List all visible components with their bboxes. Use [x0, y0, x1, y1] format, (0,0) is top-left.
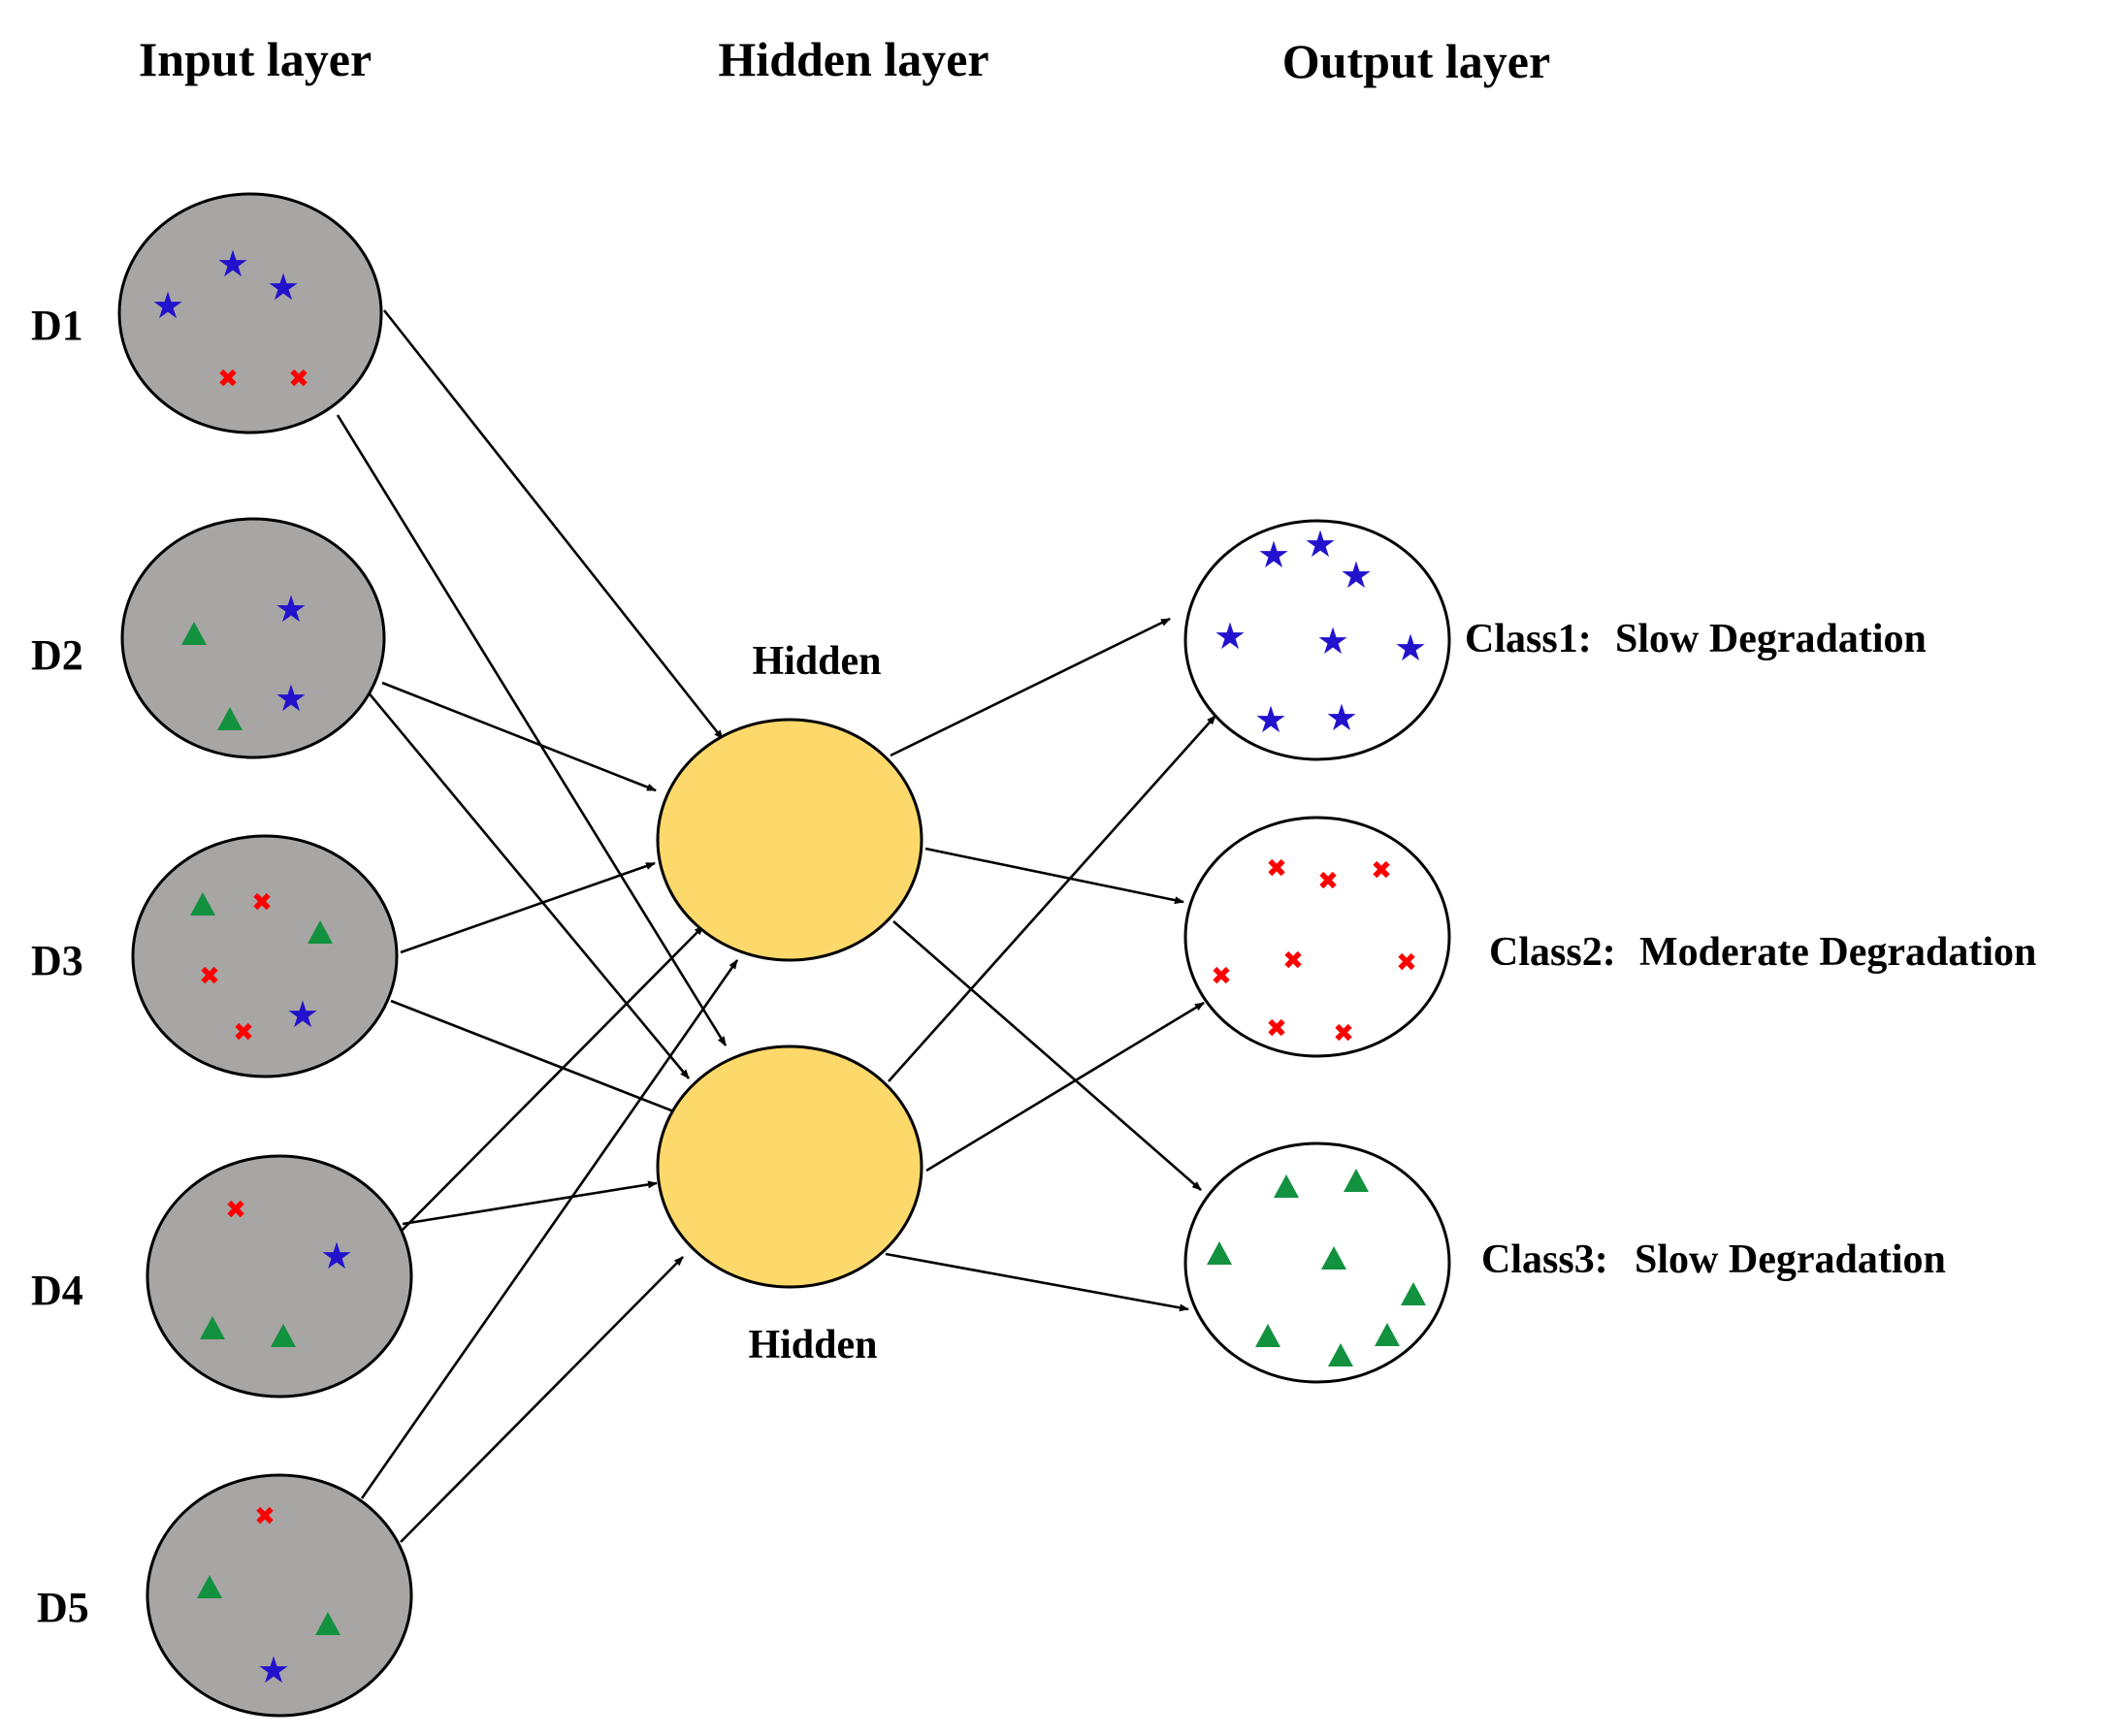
- triangle-icon: [271, 1324, 296, 1348]
- triangle-icon: [1274, 1174, 1299, 1199]
- cross-icon: ✖: [1317, 867, 1339, 896]
- output-label-class2: Class2: Moderate Degradation: [1489, 930, 2036, 975]
- connections: [336, 309, 1216, 1543]
- hidden-node-2: [656, 1045, 923, 1289]
- connection-arrow: [890, 617, 1171, 757]
- triangle-icon: [190, 892, 215, 916]
- star-icon: ★: [267, 266, 300, 308]
- cross-icon: ✖: [1333, 1019, 1354, 1048]
- nodes: ★★★✖✖★★✖✖✖★✖★✖★★★★★★★★★✖✖✖✖✖✖✖✖: [117, 192, 1451, 1718]
- output-node-class3: [1183, 1141, 1451, 1384]
- connection-arrow: [885, 1252, 1189, 1312]
- triangle-icon: [1255, 1324, 1280, 1348]
- connection-arrow: [382, 309, 725, 740]
- star-icon: ★: [1254, 698, 1287, 741]
- star-icon: ★: [1214, 615, 1247, 658]
- input-node-d5: [146, 1473, 413, 1718]
- connection-arrow: [400, 925, 704, 1233]
- input-layer-header: Input layer: [139, 32, 372, 86]
- triangle-icon: [1328, 1343, 1353, 1367]
- star-icon: ★: [286, 993, 319, 1036]
- output-layer-header: Output layer: [1282, 34, 1550, 88]
- triangle-icon: [1207, 1241, 1232, 1266]
- output-node-class2: [1183, 816, 1451, 1058]
- star-icon: ★: [1257, 533, 1290, 576]
- star-icon: ★: [1325, 696, 1358, 739]
- hidden-layer-header: Hidden layer: [718, 32, 988, 86]
- connection-arrow: [924, 847, 1184, 905]
- connection-arrow: [365, 690, 691, 1079]
- input-label-d4: D4: [31, 1267, 83, 1314]
- star-icon: ★: [151, 284, 184, 327]
- triangle-icon: [308, 920, 333, 945]
- star-icon: ★: [257, 1649, 290, 1691]
- triangle-icon: [1321, 1246, 1346, 1270]
- cross-icon: ✖: [288, 365, 309, 394]
- cross-icon: ✖: [1282, 947, 1304, 976]
- connection-arrow: [892, 920, 1202, 1191]
- connection-arrow: [400, 1256, 684, 1543]
- triangle-icon: [1344, 1169, 1369, 1193]
- triangle-icon: [315, 1612, 340, 1636]
- input-node-d1: [117, 192, 383, 434]
- hidden-label-bottom: Hidden: [748, 1323, 877, 1367]
- class1-desc: Slow Degradation: [1615, 617, 1927, 661]
- output-label-class3: Class3: Slow Degradation: [1481, 1238, 1946, 1282]
- star-icon: ★: [275, 677, 308, 720]
- connection-arrow: [888, 715, 1216, 1082]
- star-icon: ★: [320, 1235, 353, 1277]
- cross-icon: ✖: [1266, 854, 1287, 884]
- cross-icon: ✖: [1371, 856, 1392, 885]
- cross-icon: ✖: [254, 1502, 275, 1531]
- output-label-class1: Class1: Slow Degradation: [1465, 617, 1927, 661]
- cross-icon: ✖: [199, 962, 220, 991]
- triangle-icon: [1375, 1323, 1400, 1347]
- triangle-icon: [197, 1575, 222, 1599]
- triangle-icon: [181, 622, 207, 646]
- connection-arrow: [381, 681, 657, 792]
- triangle-icon: [217, 707, 243, 731]
- connection-arrow: [336, 414, 728, 1046]
- star-icon: ★: [216, 242, 249, 285]
- class1-name: Class1:: [1465, 617, 1592, 661]
- cross-icon: ✖: [1266, 1014, 1287, 1044]
- star-icon: ★: [1304, 523, 1337, 565]
- input-label-d1: D1: [31, 302, 83, 349]
- star-icon: ★: [1340, 554, 1373, 596]
- cross-icon: ✖: [1211, 962, 1232, 991]
- connection-arrow: [925, 1001, 1205, 1173]
- cross-icon: ✖: [251, 888, 273, 917]
- connection-arrow: [390, 999, 690, 1119]
- cross-icon: ✖: [1396, 948, 1417, 978]
- cross-icon: ✖: [233, 1018, 254, 1047]
- class2-name: Class2:: [1489, 930, 1616, 975]
- class3-desc: Slow Degradation: [1635, 1238, 1946, 1282]
- input-node-d3: [131, 834, 399, 1078]
- class3-name: Class3:: [1481, 1238, 1608, 1282]
- input-label-d3: D3: [31, 937, 83, 984]
- star-icon: ★: [1316, 620, 1349, 662]
- cross-icon: ✖: [217, 365, 239, 394]
- connection-arrow: [402, 1180, 658, 1226]
- input-label-d5: D5: [37, 1584, 89, 1631]
- input-node-d2: [120, 517, 386, 759]
- class2-desc: Moderate Degradation: [1639, 930, 2036, 975]
- triangle-icon: [200, 1316, 225, 1340]
- triangle-icon: [1401, 1282, 1426, 1306]
- input-label-d2: D2: [31, 631, 83, 679]
- star-icon: ★: [275, 588, 308, 630]
- hidden-node-1: [656, 718, 923, 962]
- cross-icon: ✖: [225, 1196, 246, 1225]
- connection-arrow: [400, 861, 656, 954]
- input-node-d4: [146, 1154, 413, 1398]
- star-icon: ★: [1394, 627, 1427, 669]
- hidden-label-top: Hidden: [752, 639, 881, 684]
- connection-arrow: [360, 959, 739, 1499]
- output-node-class1: [1183, 519, 1451, 761]
